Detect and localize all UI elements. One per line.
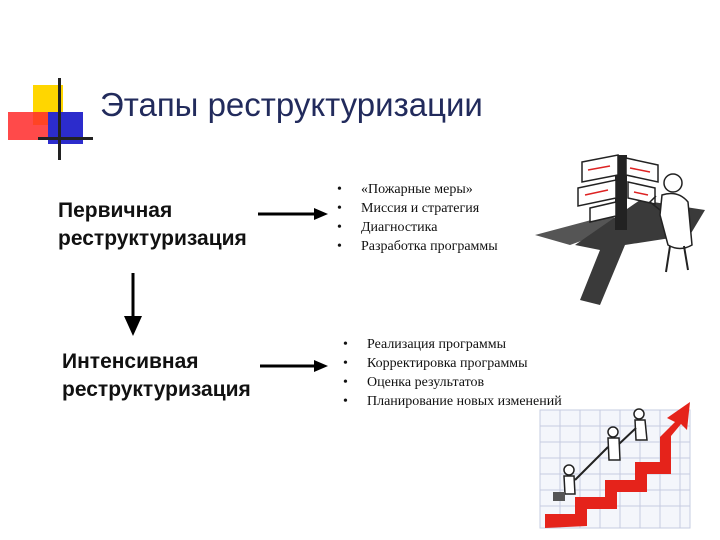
stage-intensive: Интенсивная реструктуризация xyxy=(62,348,251,404)
stage-intensive-line1: Интенсивная xyxy=(62,350,199,373)
stairs-clipart xyxy=(539,402,691,529)
primary-steps-list: «Пожарные меры» Миссия и стратегия Диагн… xyxy=(337,180,498,256)
list-item: Миссия и стратегия xyxy=(337,199,498,218)
intensive-steps-list: Реализация программы Корректировка прогр… xyxy=(343,335,562,411)
arrow-right-top xyxy=(258,208,328,220)
arrow-down xyxy=(124,273,142,336)
stage-primary: Первичная реструктуризация xyxy=(58,197,247,253)
stage-intensive-line2: реструктуризация xyxy=(62,378,251,401)
list-item: Реализация программы xyxy=(343,335,562,354)
slide-logo xyxy=(8,78,93,160)
list-item: Планирование новых изменений xyxy=(343,392,562,411)
list-item: Разработка программы xyxy=(337,237,498,256)
list-item: Диагностика xyxy=(337,218,498,237)
list-item: «Пожарные меры» xyxy=(337,180,498,199)
list-item: Корректировка программы xyxy=(343,354,562,373)
list-item: Оценка результатов xyxy=(343,373,562,392)
slide-title: Этапы реструктуризации xyxy=(100,86,483,123)
stage-primary-line2: реструктуризация xyxy=(58,227,247,250)
signpost-clipart xyxy=(535,154,705,305)
arrow-right-bottom xyxy=(260,360,328,372)
stage-primary-line1: Первичная xyxy=(58,199,173,222)
